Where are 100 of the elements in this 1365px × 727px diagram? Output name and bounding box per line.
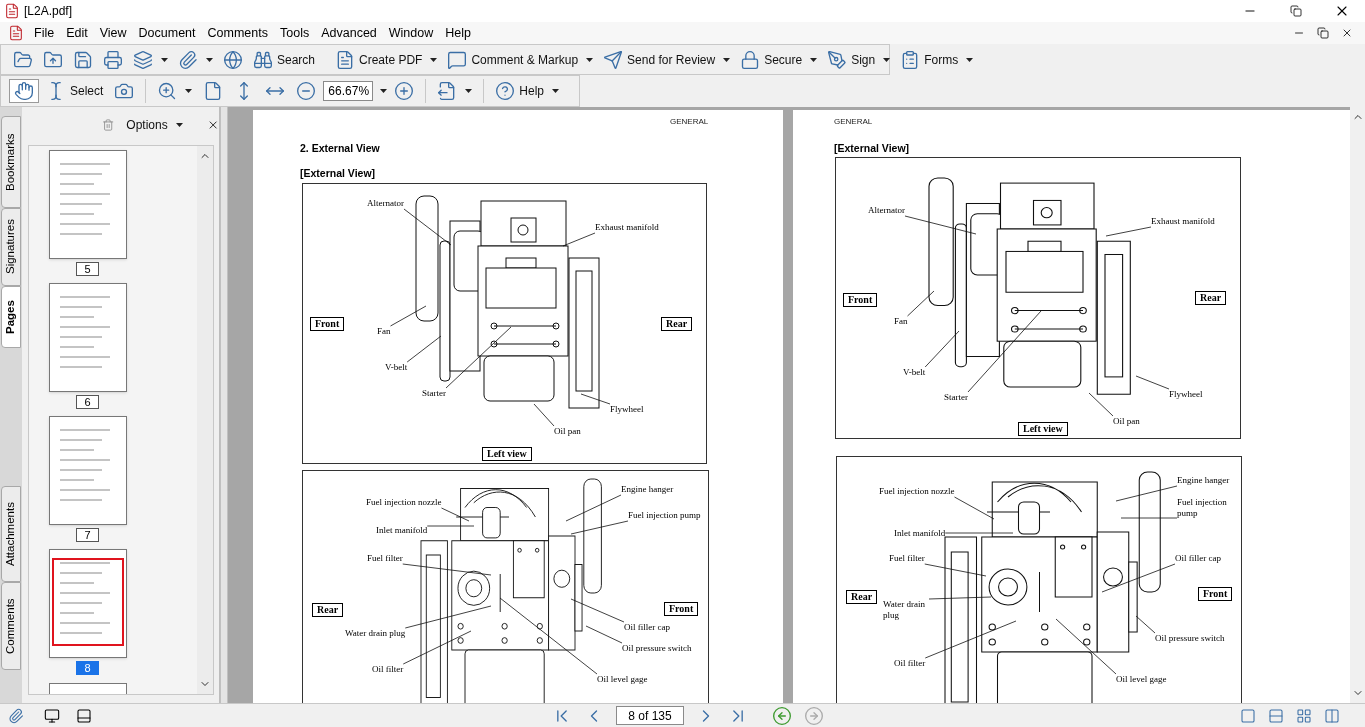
menu-item: Advanced <box>315 23 383 43</box>
leader-line <box>924 563 987 577</box>
select-tool-button: Select <box>42 79 108 103</box>
leader-line <box>580 393 611 405</box>
view-label: Rear <box>312 603 344 617</box>
view-label: Left view <box>1018 422 1068 436</box>
menu-item: Comments <box>201 23 274 43</box>
part-label: Oil filter <box>894 658 926 669</box>
part-label: Oil filler cap <box>624 622 670 633</box>
view-label: Front <box>664 602 699 616</box>
part-label: Alternator <box>367 198 404 209</box>
menu-item: Tools <box>274 23 316 43</box>
leader-line <box>533 403 555 427</box>
leader-line <box>1055 618 1117 675</box>
part-label: V-belt <box>385 362 408 373</box>
side-tab: Pages <box>1 286 21 348</box>
page-number: 8 <box>76 661 99 675</box>
menu-item: Window <box>382 23 440 43</box>
part-label: Oil level gage <box>1116 674 1167 685</box>
forms-button: Forms <box>896 47 978 72</box>
part-label: Flywheel <box>1169 389 1203 400</box>
part-label: Water drain plug <box>883 599 929 621</box>
secure-button: Secure <box>736 47 822 72</box>
part-label: Fuel filter <box>367 553 403 564</box>
leader-line <box>924 330 960 368</box>
part-label: Fuel injection pump <box>1177 497 1229 519</box>
comment-button: Comment & Markup <box>443 47 598 72</box>
part-label: Oil pan <box>554 426 581 437</box>
leader-line <box>1135 375 1170 390</box>
leader-line <box>404 605 492 629</box>
menu-item: Document <box>132 23 202 43</box>
leader-line <box>1120 517 1178 519</box>
view-label: Left view <box>482 447 532 461</box>
part-label: V-belt <box>903 367 926 378</box>
menu-item: View <box>93 23 133 43</box>
part-label: Inlet manifold <box>894 528 946 539</box>
side-tab: Comments <box>1 582 21 670</box>
review-button: Send for Review <box>599 47 735 72</box>
side-tab: Bookmarks <box>1 116 21 208</box>
leader-line <box>562 232 596 247</box>
view-label: Rear <box>1195 291 1227 305</box>
page-number: 7 <box>76 528 99 542</box>
part-label: Starter <box>944 392 968 403</box>
part-label: Fuel injection nozzle <box>879 486 955 497</box>
leader-line <box>570 520 629 535</box>
leader-line <box>402 630 472 665</box>
sign-button: Sign <box>823 47 895 72</box>
leader-line <box>954 496 995 520</box>
part-label: Flywheel <box>610 404 644 415</box>
part-label: Fuel filter <box>889 553 925 564</box>
leader-line <box>565 494 622 522</box>
part-label: Water drain plug <box>345 628 406 639</box>
leader-line <box>1135 615 1156 634</box>
part-label: Fan <box>894 316 908 327</box>
side-tab: Attachments <box>1 486 21 582</box>
part-label: Engine hanger <box>621 484 674 495</box>
leader-line <box>585 625 623 644</box>
document-page <box>253 110 783 703</box>
leader-line <box>924 620 1017 659</box>
leader-line <box>904 215 977 235</box>
leader-line <box>944 532 1014 534</box>
part-label: Inlet manifold <box>376 525 428 536</box>
figure-frame <box>302 183 707 464</box>
leader-line <box>570 598 625 623</box>
part-label: Engine hanger <box>1177 475 1230 486</box>
page-number: 5 <box>76 262 99 276</box>
section-heading: 2. External View <box>300 141 380 156</box>
part-label: Starter <box>422 388 446 399</box>
document-page <box>793 110 1350 703</box>
figure-frame <box>835 157 1241 439</box>
leader-line <box>1088 392 1114 417</box>
part-label: Oil pan <box>1113 416 1140 427</box>
leader-line <box>441 507 470 522</box>
leader-line <box>402 563 492 576</box>
leader-line <box>1115 485 1178 502</box>
help-button: Help <box>491 79 564 103</box>
leader-line <box>390 305 427 327</box>
part-label: Fuel injection nozzle <box>366 497 442 508</box>
section-heading: [External View] <box>300 166 376 181</box>
leader-line <box>426 525 475 527</box>
zoom-field: 66.67% <box>323 81 374 101</box>
part-label: Exhaust manifold <box>595 222 659 233</box>
page-number: 6 <box>76 395 99 409</box>
leader-line <box>445 326 512 389</box>
part-label: Oil pressure switch <box>622 643 692 654</box>
leader-line <box>967 310 1042 393</box>
leader-line <box>1101 563 1176 593</box>
section-heading: [External View] <box>834 141 910 156</box>
running-header: GENERAL <box>670 116 709 128</box>
leader-line <box>1105 226 1152 237</box>
search-button: Search <box>249 47 320 72</box>
view-label: Front <box>1198 587 1233 601</box>
options-menu: Options <box>122 113 187 137</box>
side-tab: Signatures <box>1 208 21 286</box>
part-label: Oil pressure switch <box>1155 633 1225 644</box>
create-pdf-button: Create PDF <box>331 47 442 72</box>
view-label: Front <box>310 317 345 331</box>
view-label: Front <box>843 293 878 307</box>
menu-item: Edit <box>60 23 94 43</box>
leader-line <box>403 208 452 246</box>
